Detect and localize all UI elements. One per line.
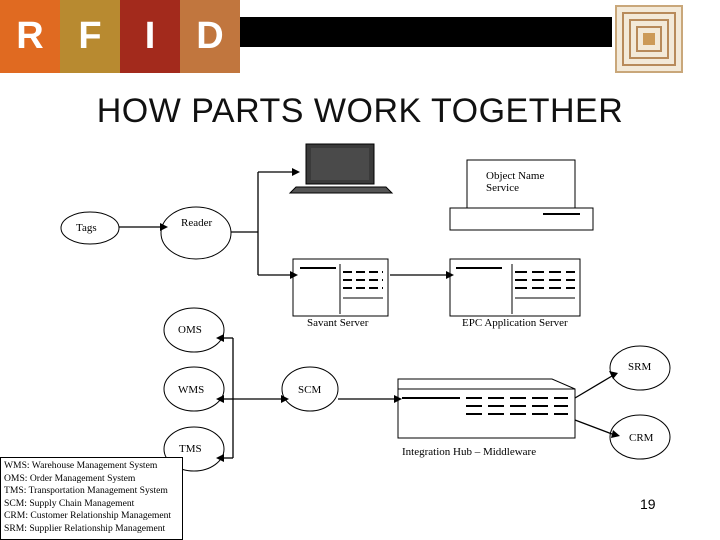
page-title: HOW PARTS WORK TOGETHER (96, 92, 624, 130)
legend-item: SRM: Supplier Relationship Management (4, 522, 166, 534)
reader-label: Reader (181, 217, 213, 229)
ons-label-line1: Object Name (486, 170, 545, 182)
scm-node (281, 366, 339, 412)
integration-hub-icon (397, 378, 576, 439)
reader-node (160, 206, 232, 260)
legend-item: CRM: Customer Relationship Management (4, 510, 172, 522)
header-letter-f: F (60, 0, 120, 73)
legend-item: WMS: Warehouse Management System (4, 460, 158, 471)
srm-label: SRM (628, 361, 652, 373)
savant-server-label: Savant Server (307, 317, 369, 329)
legend-item: SCM: Supply Chain Management (4, 497, 135, 509)
ons-label-line2: Service (486, 182, 519, 194)
crm-node (609, 414, 671, 460)
wms-node (163, 366, 225, 412)
tags-node (60, 211, 120, 245)
oms-node (163, 307, 225, 353)
epc-server-icon (449, 258, 581, 317)
integration-hub-label: Integration Hub – Middleware (402, 446, 537, 458)
rfid-logo-icon (615, 5, 683, 73)
ons-server-icon (449, 159, 594, 231)
savant-server-icon (292, 258, 389, 317)
scm-label: SCM (298, 384, 322, 396)
oms-label: OMS (178, 324, 202, 336)
wms-label: WMS (178, 384, 205, 396)
laptop-icon (288, 143, 394, 194)
tms-label: TMS (179, 443, 202, 455)
tags-label: Tags (76, 222, 97, 234)
legend-item: OMS: Order Management System (4, 472, 136, 484)
header-letter-d: D (180, 0, 240, 73)
header-bar (240, 17, 612, 47)
epc-server-label: EPC Application Server (462, 317, 568, 329)
header-letter-i: I (120, 0, 180, 73)
header-letter-r: R (0, 0, 60, 73)
crm-label: CRM (629, 432, 654, 444)
page-number: 19 (640, 496, 656, 512)
legend-box: WMS: Warehouse Management System OMS: Or… (0, 457, 183, 540)
legend-item: TMS: Transportation Management System (4, 485, 168, 497)
srm-node (609, 345, 671, 391)
